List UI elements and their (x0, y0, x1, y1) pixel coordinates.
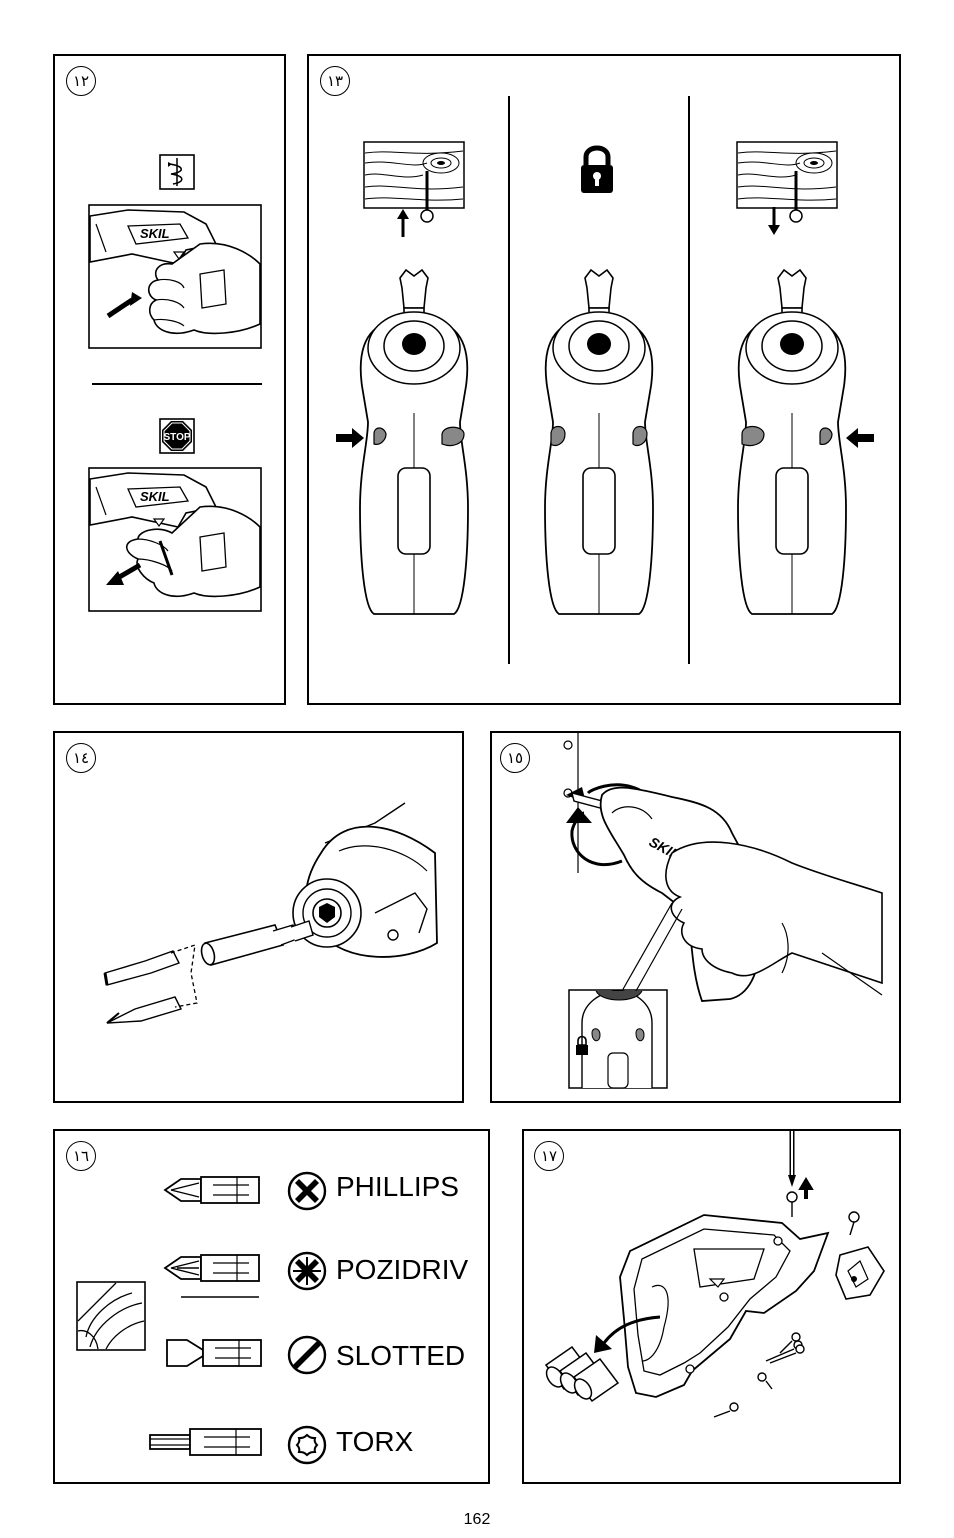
svg-text:STOP: STOP (163, 432, 190, 443)
figure-12-panel: ١٢ SKIL STOP SKIL (53, 54, 286, 705)
disassembly-battery-removal-illustration (544, 1131, 885, 1418)
torx-screw-head-icon (287, 1425, 327, 1465)
figure-number: ١٦ (72, 1146, 90, 1165)
hand-pressing-switch-illustration: SKIL (88, 204, 262, 349)
screw-out-wood-icon (736, 141, 838, 235)
figure-number: ١٣ (326, 71, 344, 90)
bit-type-label: SLOTTED (336, 1340, 466, 1371)
figure-number: ١٥ (506, 748, 524, 767)
bit-type-label: POZIDRIV (336, 1254, 469, 1285)
figure-14-panel: ١٤ (53, 731, 464, 1103)
figure-number-badge: ١٢ (66, 66, 96, 96)
figure-number: ١٧ (540, 1146, 558, 1165)
skil-brand-logo: SKIL (140, 226, 170, 241)
wood-grain-icon (76, 1281, 146, 1351)
bit-holder-insertion-illustration (103, 802, 438, 1024)
phillips-screw-head-icon (287, 1171, 327, 1211)
column-divider (508, 96, 510, 664)
manual-screwdriving-illustration: SKIL (563, 733, 883, 1089)
figure-16-panel: ١٦ (53, 1129, 490, 1484)
hand-releasing-switch-illustration: SKIL (88, 467, 262, 612)
rotation-direction-icon (159, 154, 195, 190)
figure-15-panel: ١٥ SKIL (490, 731, 901, 1103)
figure-number-badge: ١٤ (66, 743, 96, 773)
bit-type-label: TORX (336, 1426, 414, 1457)
figure-number: ١٤ (72, 748, 90, 767)
screw-in-wood-icon (363, 141, 465, 237)
page-number: 162 (463, 1511, 491, 1528)
bit-type-label: PHILLIPS (336, 1171, 459, 1202)
slotted-bit-icon (166, 1339, 262, 1367)
screwdriver-forward-position (737, 268, 874, 615)
skil-brand-logo: SKIL (140, 489, 170, 504)
stop-sign-icon: STOP (159, 418, 195, 454)
figure-number-badge: ١٧ (534, 1141, 564, 1171)
separator-line (92, 383, 262, 385)
figure-number-badge: ١٥ (500, 743, 530, 773)
screwdriver-locked-position (544, 268, 654, 615)
figure-13-panel: ١٣ (307, 54, 901, 705)
figure-number: ١٢ (72, 71, 90, 90)
figure-number-badge: ١٦ (66, 1141, 96, 1171)
figure-number-badge: ١٣ (320, 66, 350, 96)
lock-icon (581, 145, 613, 193)
figure-17-panel: ١٧ (522, 1129, 901, 1484)
pozidriv-bit-icon (163, 1254, 260, 1298)
phillips-bit-icon (163, 1176, 260, 1204)
screwdriver-reverse-position (336, 268, 469, 615)
column-divider (688, 96, 690, 664)
pozidriv-screw-head-icon (287, 1251, 327, 1291)
slotted-screw-head-icon (287, 1335, 327, 1375)
torx-bit-icon (149, 1428, 262, 1456)
